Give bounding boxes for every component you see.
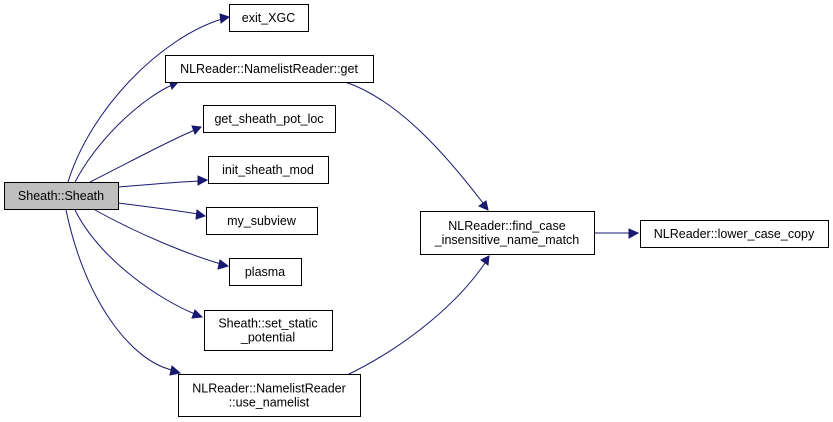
edge-sheath-to-init-sheath-mod: [117, 175, 209, 188]
node-label: Sheath::Sheath: [18, 189, 104, 203]
node-set-static-potential[interactable]: Sheath::set_static_potential: [204, 310, 333, 351]
node-label: _potential: [240, 331, 295, 345]
node-label: init_sheath_mod: [222, 163, 314, 177]
node-label: my_subview: [227, 214, 297, 228]
node-init-sheath-mod[interactable]: init_sheath_mod: [208, 156, 329, 184]
edge-sheath-to-exit-xgc: [67, 13, 231, 183]
node-namelist-get[interactable]: NLReader::NamelistReader::get: [165, 55, 374, 83]
edge-find-case-to-lower-case-copy: [594, 228, 640, 239]
node-get-sheath-pot-loc[interactable]: get_sheath_pot_loc: [203, 105, 336, 133]
node-label: NLReader::lower_case_copy: [654, 227, 815, 241]
edge-namelist-get-to-find-case: [344, 81, 489, 211]
node-label: NLReader::NamelistReader::get: [180, 62, 358, 76]
edge-sheath-to-plasma: [94, 209, 230, 270]
node-sheath[interactable]: Sheath::Sheath: [4, 182, 119, 210]
node-my-subview[interactable]: my_subview: [206, 207, 318, 235]
edge-use-namelist-to-find-case: [344, 255, 490, 377]
node-label: ::use_namelist: [229, 396, 310, 410]
node-label: get_sheath_pot_loc: [214, 112, 323, 126]
node-label: NLReader::find_case: [448, 219, 565, 233]
edge-sheath-to-set-static-potential: [74, 209, 204, 319]
node-label: exit_XGC: [242, 11, 296, 25]
node-label: plasma: [245, 265, 285, 279]
node-plasma[interactable]: plasma: [229, 258, 302, 286]
node-exit-xgc[interactable]: exit_XGC: [229, 4, 309, 32]
node-use-namelist[interactable]: NLReader::NamelistReader::use_namelist: [178, 374, 361, 417]
node-label: Sheath::set_static: [218, 317, 317, 331]
node-label: _insensitive_name_match: [434, 233, 580, 247]
node-find-case[interactable]: NLReader::find_case_insensitive_name_mat…: [420, 211, 595, 255]
edge-sheath-to-use-namelist: [65, 209, 182, 376]
edge-sheath-to-get-sheath-pot-loc: [89, 125, 202, 183]
node-label: NLReader::NamelistReader: [192, 382, 346, 396]
edge-sheath-to-my-subview: [117, 202, 207, 220]
node-lower-case-copy[interactable]: NLReader::lower_case_copy: [640, 220, 829, 248]
